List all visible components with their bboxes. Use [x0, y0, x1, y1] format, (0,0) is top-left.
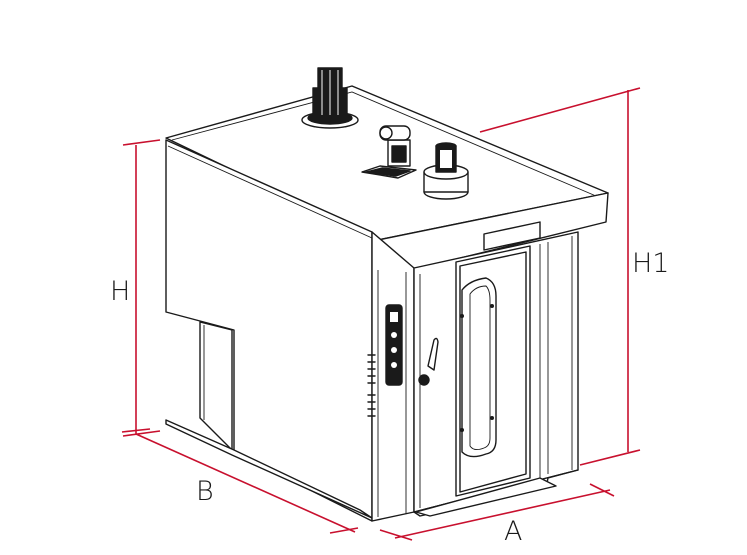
- dimension-lines: [121, 87, 641, 541]
- total-height-extension-top: [479, 87, 641, 133]
- width-dimension-line: [394, 489, 611, 539]
- width-label: A: [504, 516, 522, 547]
- hood-display-panel: [483, 221, 541, 251]
- height-dimension-tick-bottom: [122, 430, 161, 437]
- height-label: H: [110, 276, 130, 307]
- total-height-label: H1: [632, 248, 669, 279]
- height-dimension-tick-top: [122, 139, 161, 146]
- total-height-extension-bottom: [579, 449, 641, 466]
- door-window: [461, 277, 497, 458]
- exhaust-motor-icon: [423, 142, 469, 200]
- vent-slots: [367, 354, 376, 417]
- width-dimension-tick-right: [589, 483, 615, 497]
- fan-motor-icon: [301, 67, 359, 129]
- depth-label: B: [196, 476, 214, 507]
- door-handle: [427, 337, 439, 371]
- width-dimension-tick-left: [379, 529, 413, 541]
- control-panel: [385, 304, 403, 386]
- steam-valve-icon: [361, 125, 417, 179]
- oven-body: [165, 85, 609, 522]
- depth-dimension-tick-right: [329, 527, 359, 534]
- top-components: [301, 67, 469, 200]
- depth-dimension-line: [135, 433, 356, 533]
- dimension-labels: H H1 B A: [110, 248, 669, 547]
- depth-dimension-tick-left: [121, 428, 151, 433]
